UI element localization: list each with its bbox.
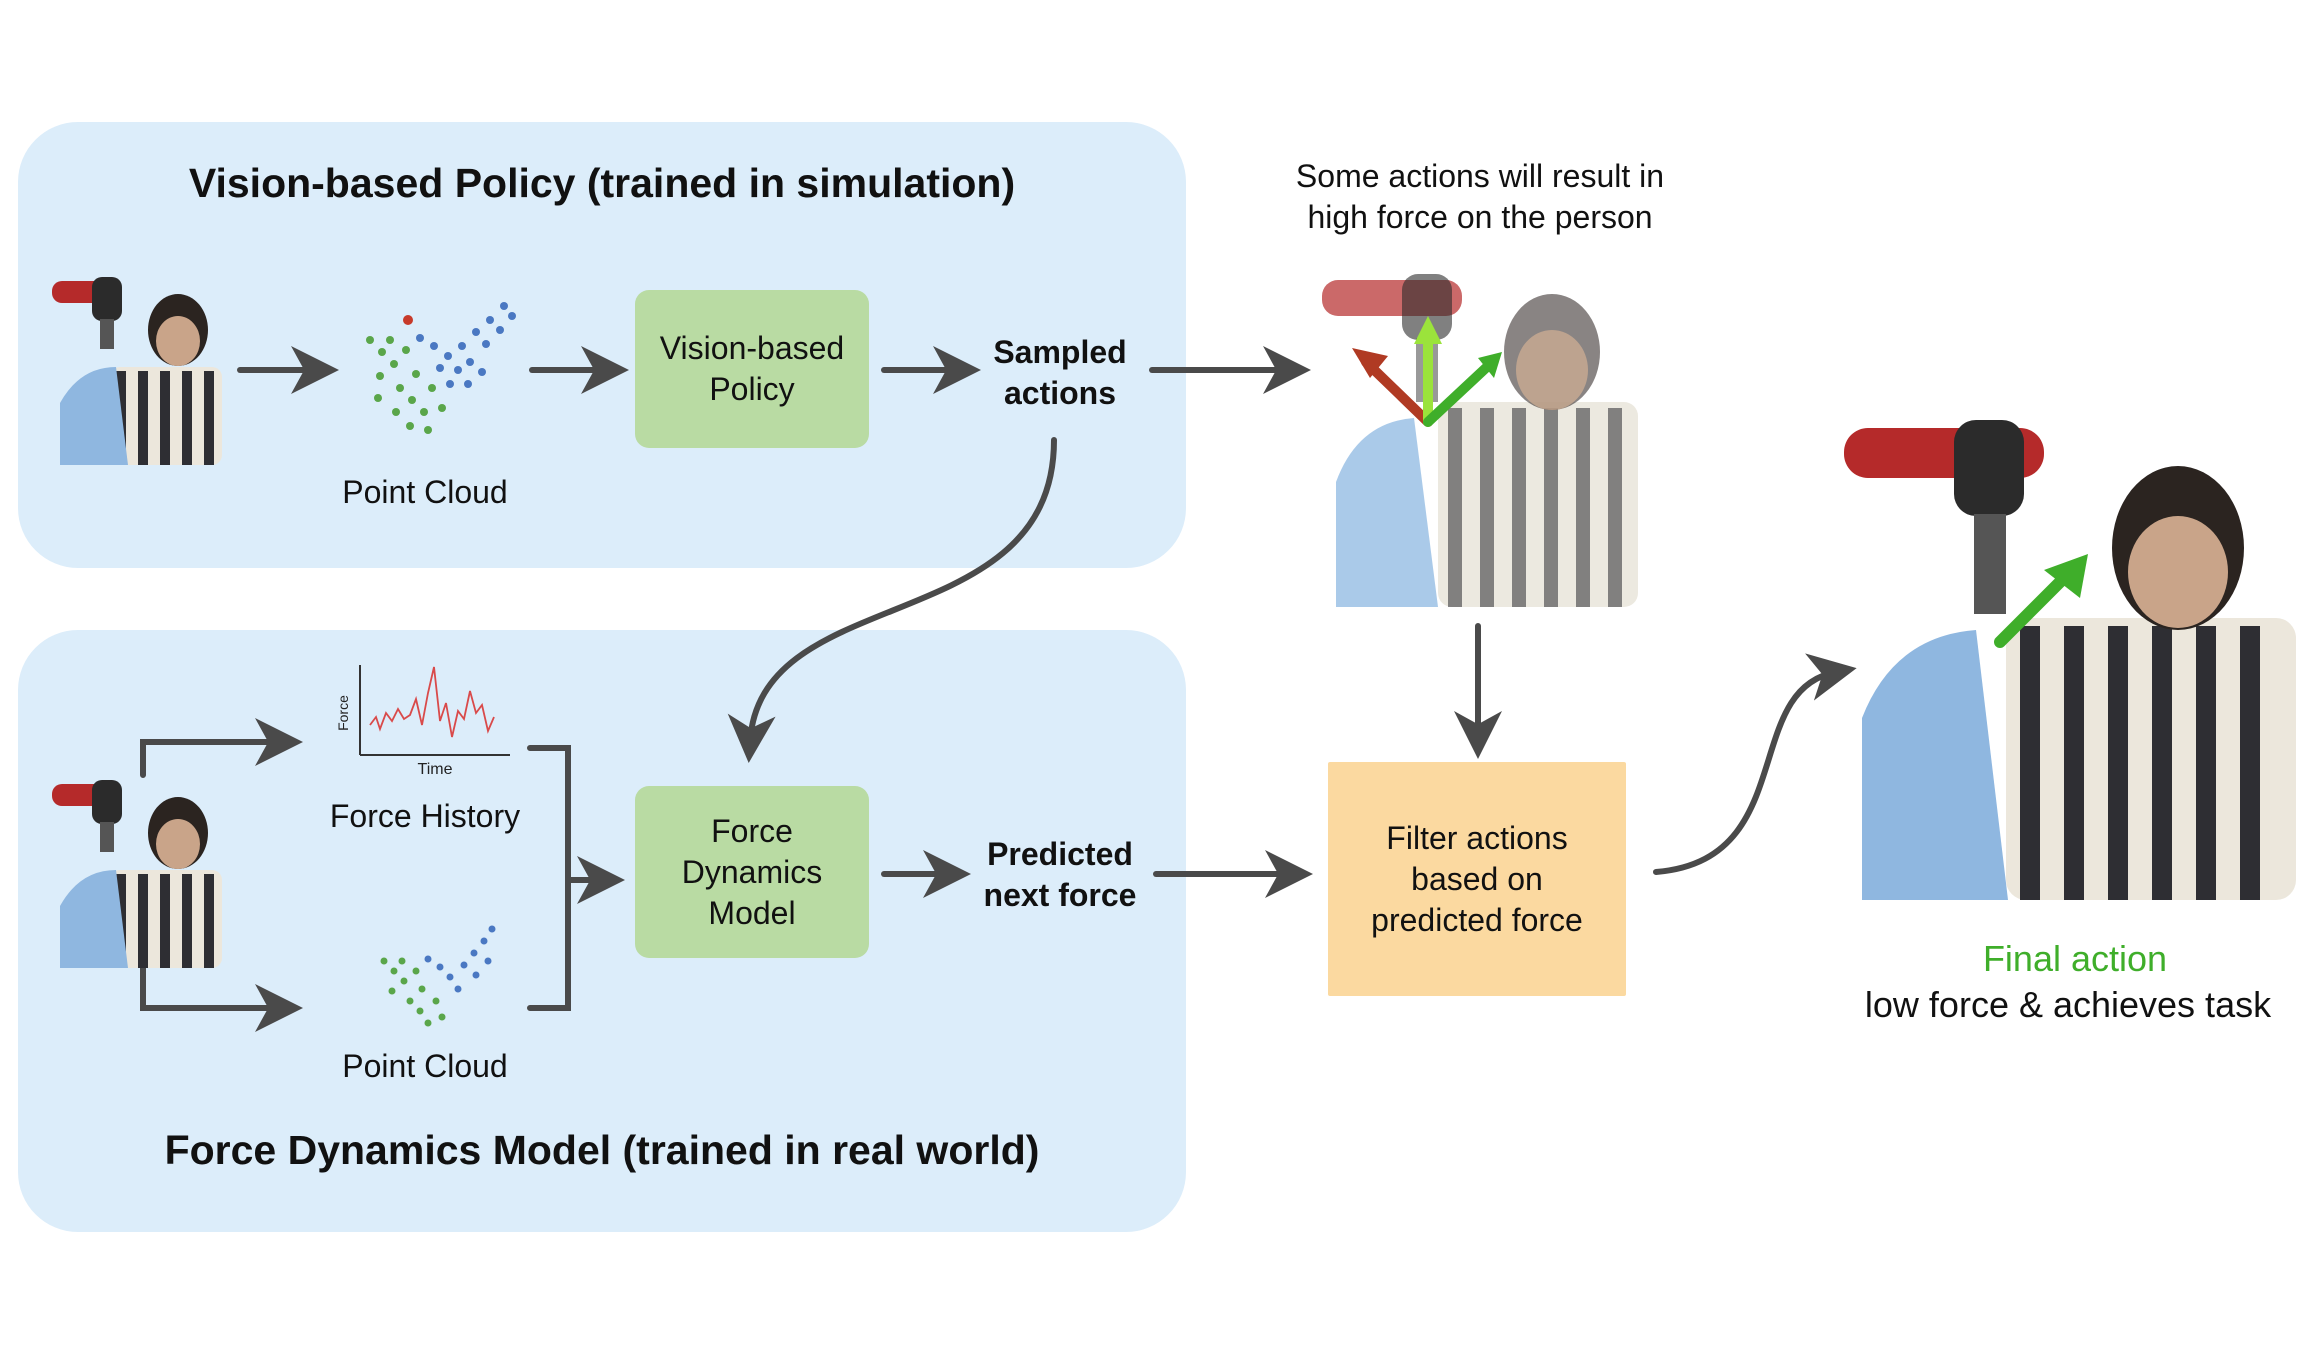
vision-policy-title: Vision-based Policy (trained in simulati… [188,160,1016,206]
force-history-label: Force History [329,798,521,834]
final-action-label: Final action [1982,938,2168,979]
bottom-point-cloud-label: Point Cloud [342,1048,508,1084]
top-point-cloud-label: Point Cloud [342,474,508,510]
final-action-photo [1844,420,2296,900]
arrow-split-to-force-history [140,718,303,778]
vision-policy-panel [18,122,1186,568]
force-history-plot: Force Time [335,665,510,778]
point-cloud-bottom [380,925,496,1027]
force-dynamics-title: Force Dynamics Model (trained in real wo… [164,1127,1040,1173]
arrow-split-to-pointcloud [140,957,303,1032]
candidate-actions-photo [1322,274,1638,607]
robot-person-photo-bottom [52,780,222,968]
arrow-sampled-to-model [727,437,1057,763]
final-action-caption: low force & achieves task [1864,984,2272,1025]
force-plot-ylabel: Force [335,695,351,731]
arrow-filter-to-final [1653,653,1857,875]
force-plot-xlabel: Time [418,761,453,778]
bracket-inputs [527,745,571,1011]
point-cloud-top [366,302,516,434]
robot-person-photo-top [52,277,222,465]
